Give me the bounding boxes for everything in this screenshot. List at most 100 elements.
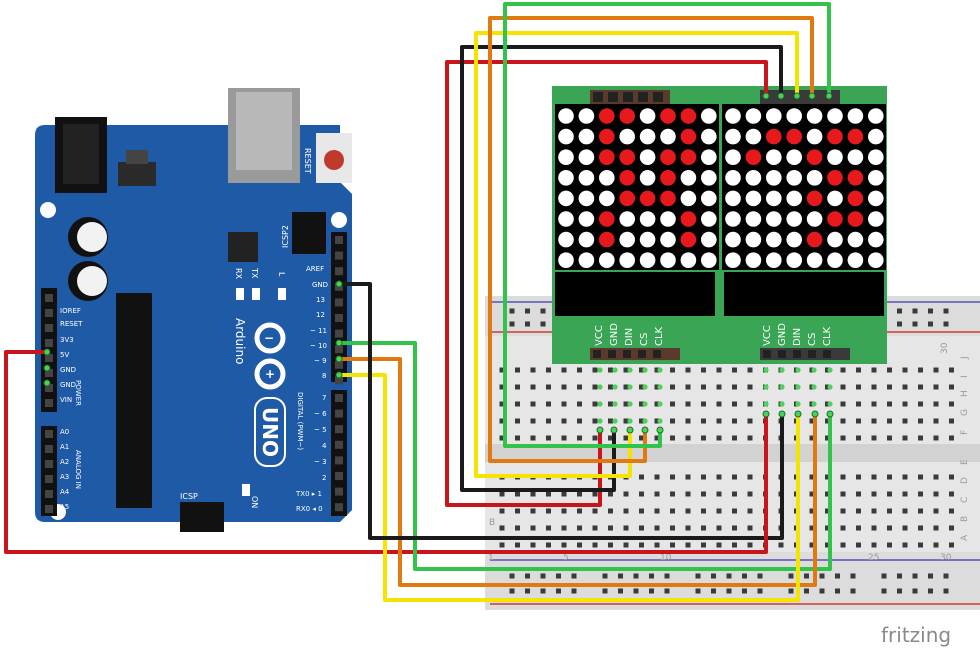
breadboard-hole [778, 542, 784, 548]
connected-hole [763, 367, 769, 373]
matrix-led [806, 170, 823, 186]
breadboard-hole [556, 573, 561, 579]
breadboard-hole [716, 491, 722, 497]
breadboard-hole [499, 491, 505, 497]
pin-label-clk-2: CLK [822, 326, 833, 346]
connection-point [778, 410, 786, 418]
connection-points [43, 92, 834, 434]
matrix-led [701, 128, 717, 145]
breadboard-hole [649, 588, 654, 594]
breadboard-hole [887, 491, 892, 497]
header-pin [335, 487, 343, 496]
matrix-led [680, 252, 697, 268]
matrix-led [745, 170, 762, 186]
matrix-led [725, 190, 741, 207]
breadboard-hole [902, 384, 908, 390]
breadboard-hole [716, 474, 722, 480]
breadboard-hole [515, 491, 520, 497]
pin-1: TX0 ▸ 1 [295, 490, 322, 498]
breadboard-hole [556, 588, 561, 594]
pin-11: ~ 11 [310, 327, 327, 335]
connection-point [825, 92, 833, 100]
matrix-led [725, 231, 741, 248]
matrix-led [660, 128, 676, 145]
breadboard-hole [788, 573, 794, 579]
breadboard-hole [918, 508, 923, 514]
matrix-led [619, 231, 635, 248]
matrix-led [847, 149, 864, 165]
connected-hole [657, 418, 663, 424]
breadboard-hole [618, 573, 623, 579]
matrix-led [745, 108, 762, 124]
connected-hole [612, 401, 618, 407]
breadboard-hole [918, 474, 923, 480]
matrix-led [806, 108, 823, 124]
connected-hole [627, 418, 633, 424]
breadboard-hole [856, 525, 861, 531]
breadboard-hole [515, 367, 520, 373]
breadboard-hole [633, 573, 639, 579]
svg-text:−: − [264, 331, 274, 345]
breadboard-hole [897, 573, 902, 579]
breadboard-hole [670, 474, 675, 480]
matrix-led [578, 170, 595, 186]
breadboard-hole [685, 418, 691, 424]
connected-hole [612, 418, 618, 424]
matrix-led [786, 252, 802, 268]
breadboard-hole [499, 401, 505, 407]
breadboard-hole [639, 435, 644, 441]
connection-point [794, 410, 802, 418]
breadboard-hole [840, 384, 846, 390]
connected-hole [657, 367, 663, 373]
breadboard-hole [685, 542, 691, 548]
pin-7: 7 [322, 394, 326, 402]
breadboard-hole [881, 588, 887, 594]
header-pin [335, 267, 343, 276]
breadboard-hole [571, 573, 577, 579]
pin-vin: VIN [60, 396, 72, 404]
pin-label-cs-2: CS [807, 333, 818, 346]
breadboard-hole [819, 588, 825, 594]
breadboard-hole [561, 384, 567, 390]
usb-chip [228, 232, 258, 262]
wire-black-loop [460, 45, 783, 492]
breadboard-hole [623, 542, 629, 548]
breadboard-hole [499, 508, 505, 514]
matrix-led [619, 149, 635, 165]
connection-point [626, 426, 634, 434]
breadboard-hole [871, 508, 877, 514]
col-num-5: 5 [563, 553, 569, 563]
breadboard-hole [742, 573, 747, 579]
matrix-led [639, 108, 656, 124]
matrix-led [868, 128, 884, 145]
breadboard-hole [716, 542, 722, 548]
breadboard-hole [530, 491, 536, 497]
breadboard-hole [670, 525, 675, 531]
breadboard-hole [757, 588, 763, 594]
row-letters-right: F G H I J A B C D E [960, 356, 970, 541]
breadboard-hole [499, 367, 505, 373]
breadboard-hole [912, 588, 918, 594]
breadboard-hole [670, 401, 675, 407]
breadboard-hole [577, 542, 582, 548]
col-num-30: 30 [940, 553, 952, 563]
breadboard-hole [639, 542, 644, 548]
on-led [242, 484, 250, 496]
connected-hole [811, 384, 817, 390]
header-pin [45, 460, 53, 468]
pin-2: 2 [322, 474, 326, 482]
pin-a4: A4 [60, 488, 70, 496]
breadboard-hole [577, 401, 582, 407]
connected-hole [795, 384, 801, 390]
matrix-led [578, 231, 595, 248]
row-letter-g: G [960, 409, 970, 416]
connection-point [335, 339, 343, 347]
breadboard-hole [592, 491, 598, 497]
breadboard-hole [897, 321, 902, 327]
breadboard-hole [623, 435, 629, 441]
header-pin [335, 251, 343, 260]
breadboard-hole [871, 418, 877, 424]
breadboard-hole [912, 321, 918, 327]
breadboard-hole [747, 384, 753, 390]
matrix-background [722, 104, 886, 270]
